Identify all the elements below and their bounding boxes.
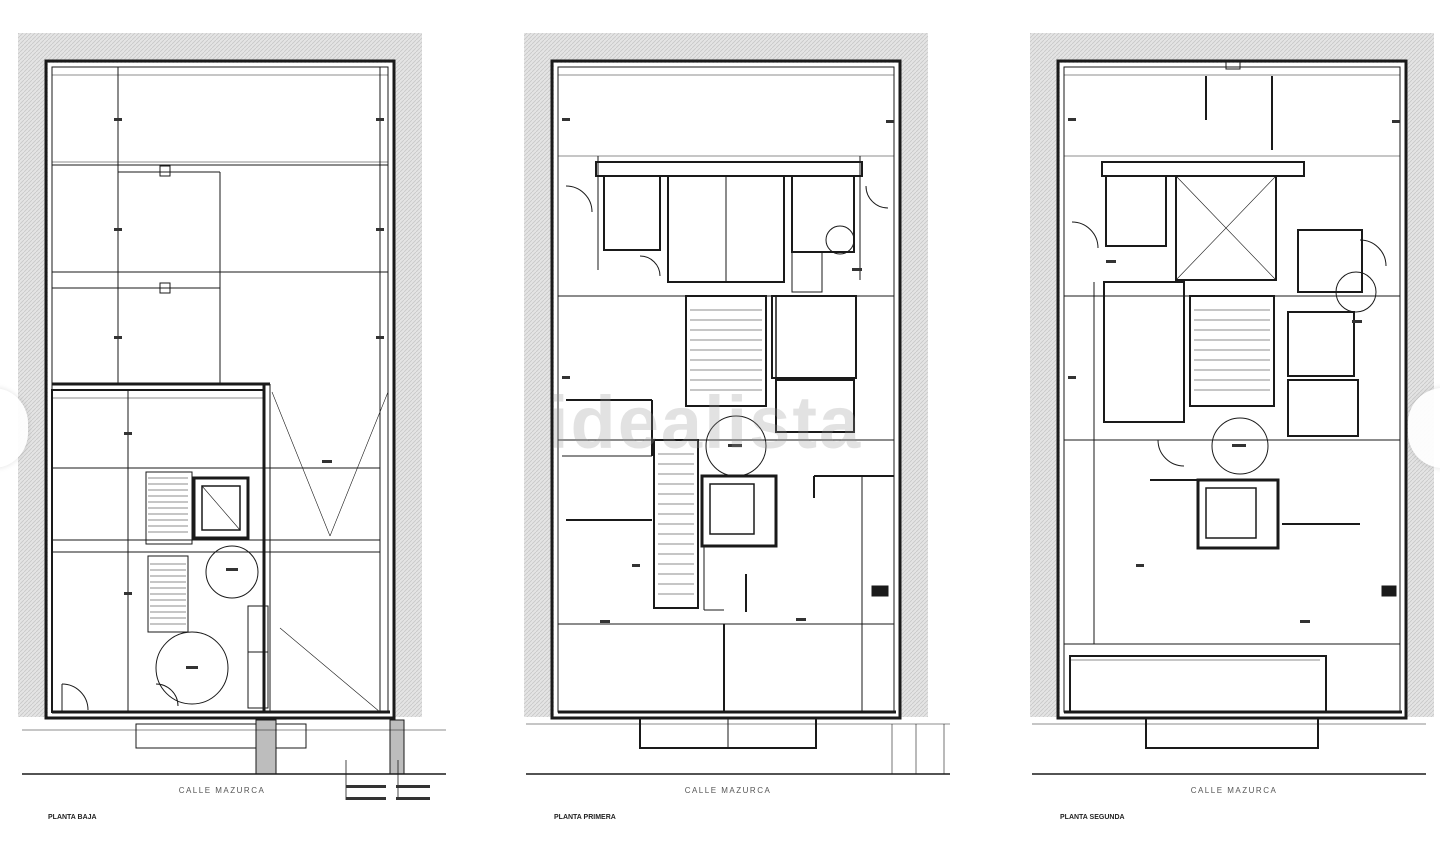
plan-interior <box>554 63 900 718</box>
plan-second-floor <box>1030 33 1434 775</box>
plan-title: PLANTA SEGUNDA <box>1060 814 1125 821</box>
plan-interior <box>1060 63 1406 718</box>
plan-street-label: CALLE MAZURCA <box>685 786 772 795</box>
plan-street-label: CALLE MAZURCA <box>1191 786 1278 795</box>
plan-first-floor <box>524 33 950 775</box>
outer-wall <box>44 59 396 720</box>
plan-ground-floor <box>18 33 446 800</box>
plan-title: PLANTA BAJA <box>48 814 97 821</box>
plan-street-label: CALLE MAZURCA <box>179 786 266 795</box>
plan-title: PLANTA PRIMERA <box>554 814 616 821</box>
